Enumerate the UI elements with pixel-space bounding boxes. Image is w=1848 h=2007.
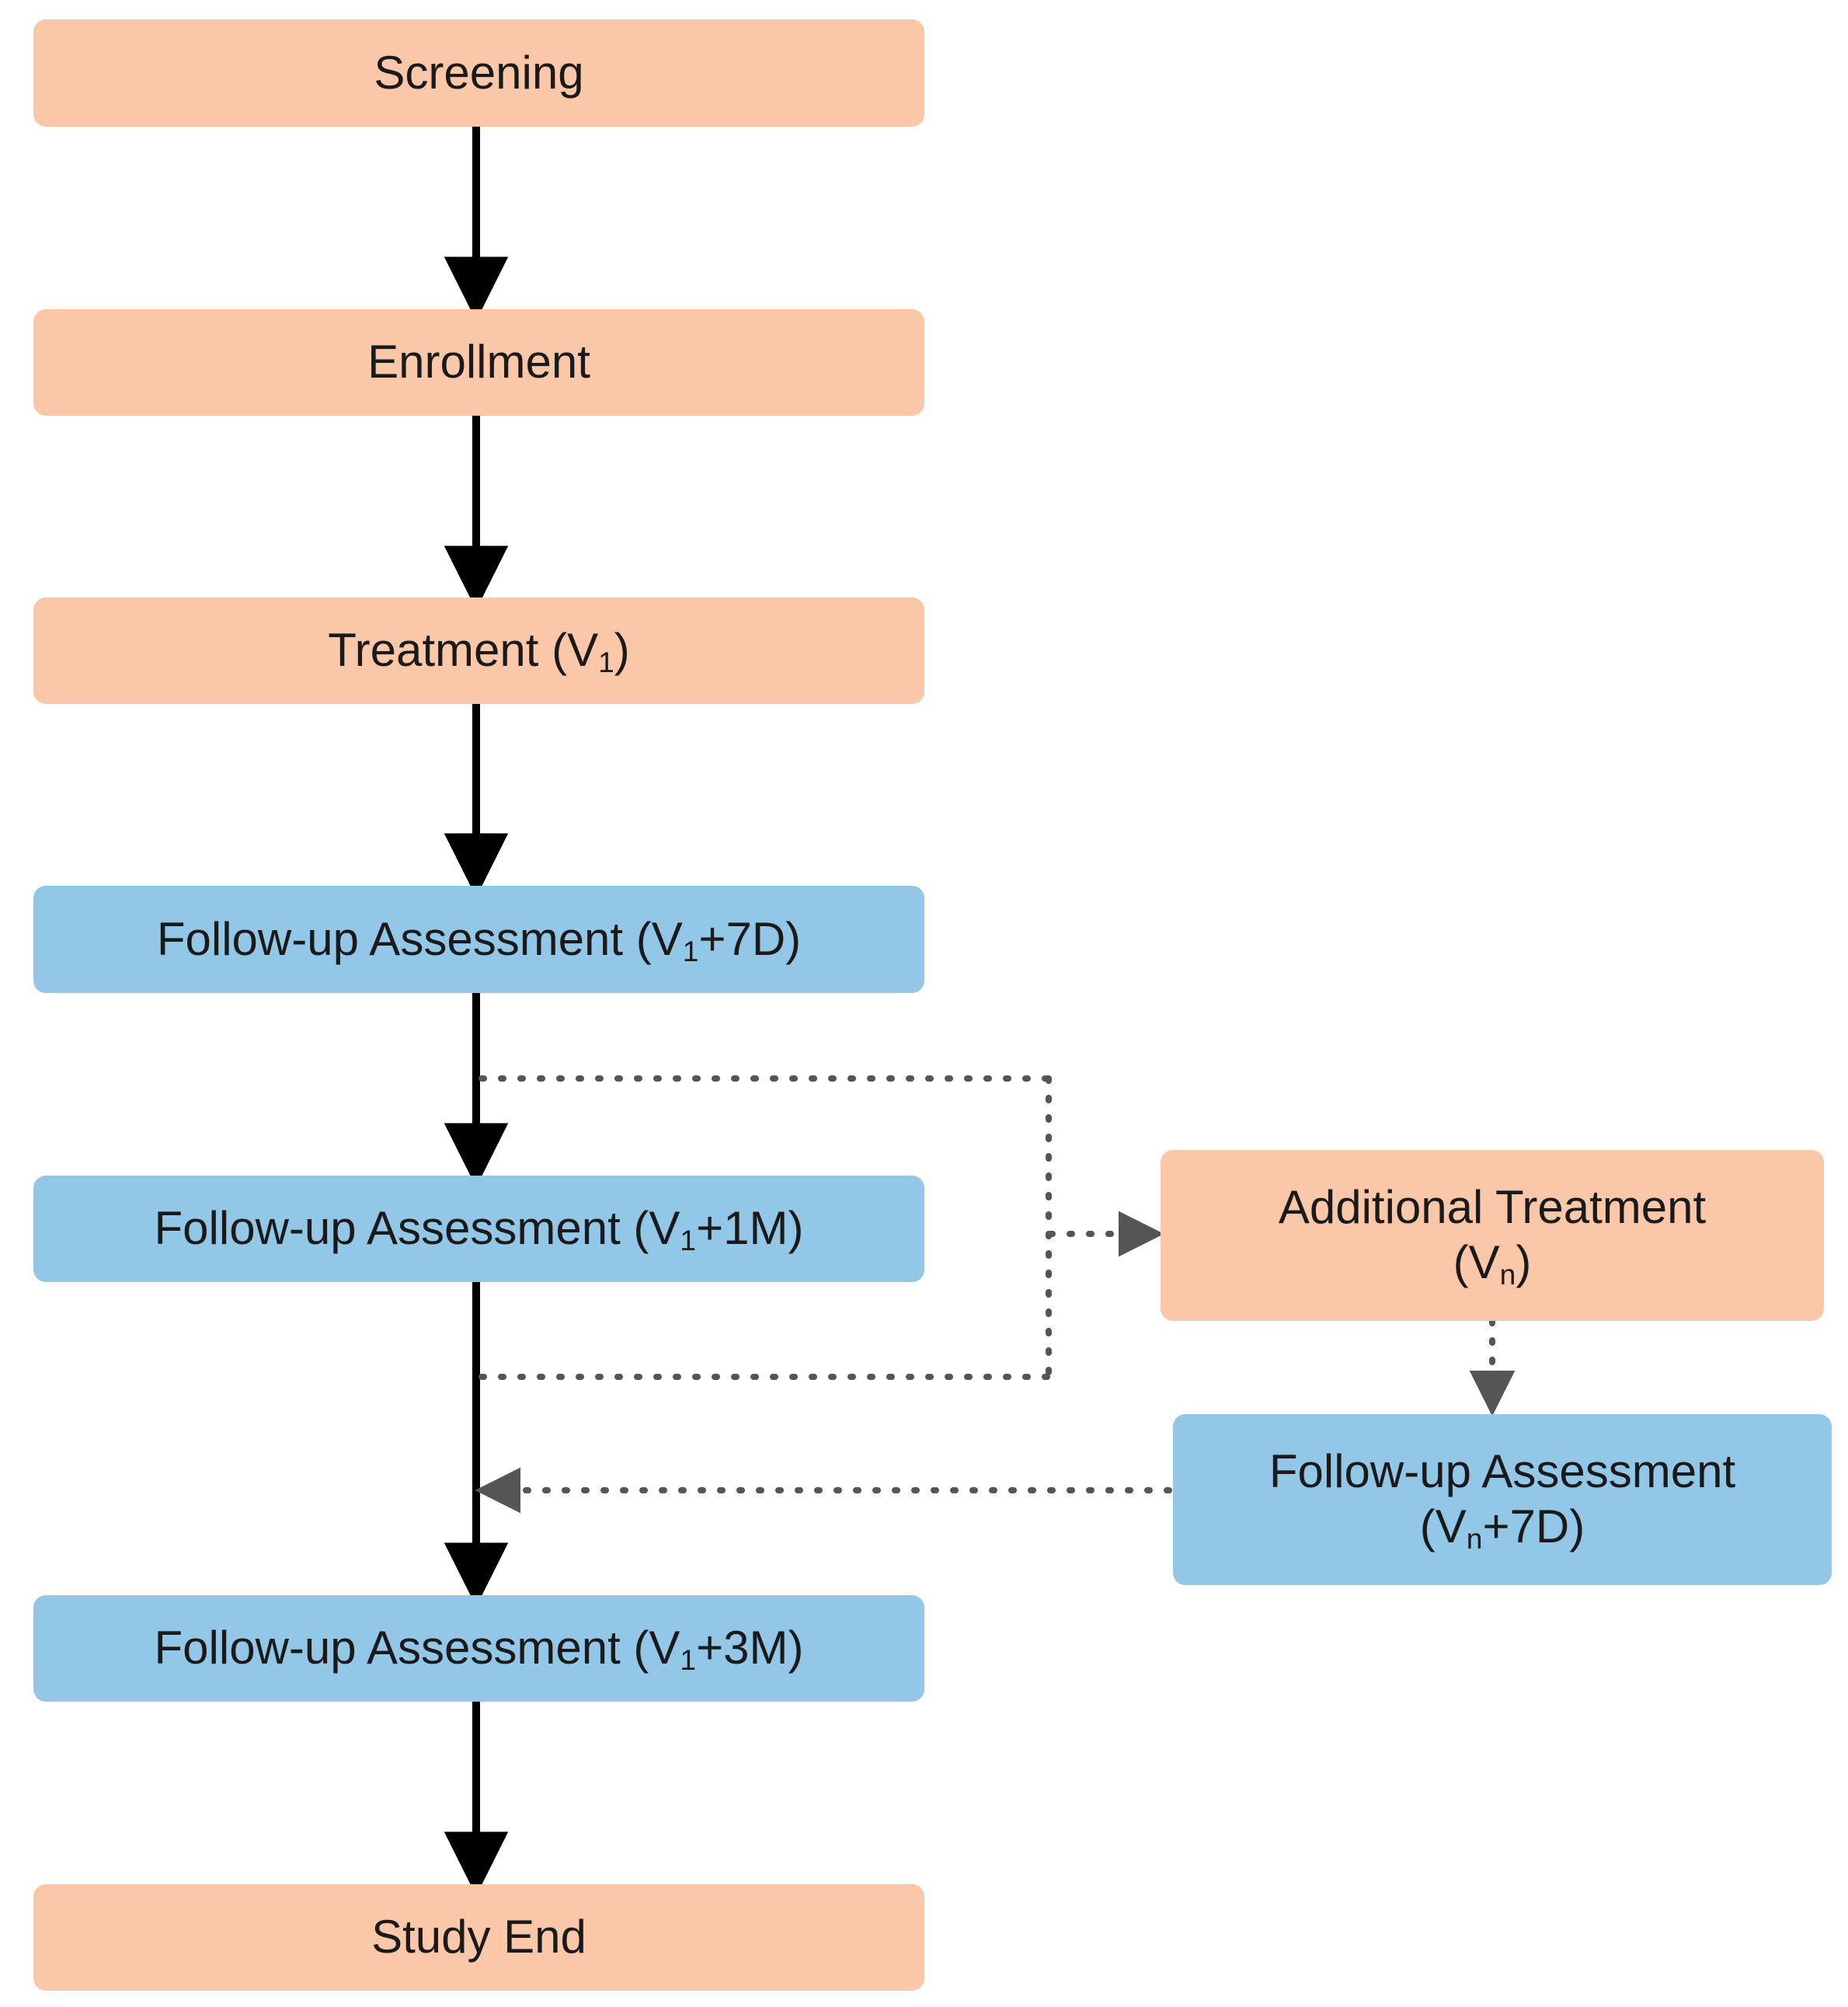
node-followup-vn-7d-line1: Follow-up Assessment [1269, 1445, 1736, 1498]
node-enrollment-label: Enrollment [367, 336, 590, 389]
node-followup-vn-7d[interactable]: Follow-up Assessment (Vn+7D) [1173, 1414, 1832, 1585]
node-additional-treatment-vn-line2: (Vn) [1453, 1236, 1532, 1291]
node-followup-v1-3m-label: Follow-up Assessment (V1+3M) [154, 1622, 804, 1677]
node-treatment-v1-label: Treatment (V1) [328, 624, 630, 679]
node-study-end-label: Study End [371, 1911, 586, 1963]
node-study-end[interactable]: Study End [33, 1884, 924, 1991]
node-treatment-v1[interactable]: Treatment (V1) [33, 598, 924, 704]
node-followup-v1-7d-label: Follow-up Assessment (V1+7D) [156, 912, 802, 967]
node-followup-vn-7d-line2: (Vn+7D) [1419, 1500, 1585, 1556]
node-screening[interactable]: Screening [33, 19, 924, 127]
node-additional-treatment-vn[interactable]: Additional Treatment (Vn) [1161, 1150, 1824, 1321]
node-additional-treatment-vn-line1: Additional Treatment [1278, 1181, 1707, 1234]
node-followup-v1-1m[interactable]: Follow-up Assessment (V1+1M) [33, 1176, 924, 1282]
node-screening-label: Screening [374, 46, 584, 99]
node-enrollment[interactable]: Enrollment [33, 309, 924, 416]
node-followup-v1-1m-label: Follow-up Assessment (V1+1M) [154, 1202, 804, 1257]
node-followup-v1-3m[interactable]: Follow-up Assessment (V1+3M) [33, 1595, 924, 1702]
node-followup-v1-7d[interactable]: Follow-up Assessment (V1+7D) [33, 886, 924, 993]
